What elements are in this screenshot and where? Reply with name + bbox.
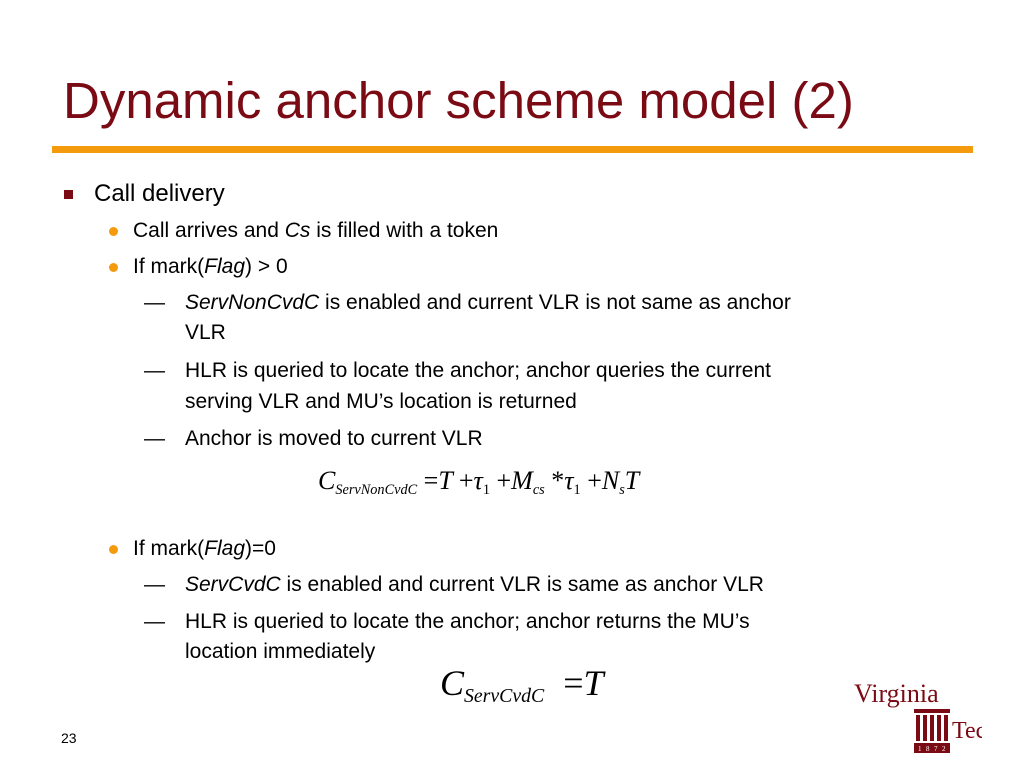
eq-subscript: ServCvdC: [464, 684, 545, 707]
text-segment-italic: Flag: [204, 537, 246, 560]
logo-year-digit: 1: [918, 745, 922, 753]
eq-symbol: T: [624, 466, 640, 495]
bullet-anchor-moved: Anchor is moved to current VLR: [185, 427, 483, 450]
eq-operator: =: [563, 663, 584, 703]
dash-bullet-icon: —: [144, 291, 165, 314]
eq-symbol: T: [438, 466, 453, 495]
equation-servnoncvdc-cost: CServNonCvdC =T +τ1 +Mcs *τ1 +NsT: [318, 466, 639, 499]
text-segment: )=0: [245, 537, 276, 560]
text-segment: is filled with a token: [310, 219, 499, 242]
slide-title: Dynamic anchor scheme model (2): [63, 72, 854, 129]
eq-subscript: s: [619, 482, 625, 498]
text-segment-italic: Cs: [284, 219, 311, 242]
bullet-call-arrives: Call arrives and Cs is filled with a tok…: [133, 219, 498, 243]
bullet-servnoncvdc-enabled-cont: VLR: [185, 321, 226, 344]
bullet-servnoncvdc-enabled: ServNonCvdC is enabled and current VLR i…: [185, 291, 791, 315]
logo-pillars-icon: [914, 709, 950, 753]
dash-bullet-icon: —: [144, 427, 165, 450]
logo-word-tech: Tech: [952, 718, 982, 744]
text-segment: If mark(: [133, 255, 205, 278]
eq-symbol: C: [318, 466, 336, 495]
square-bullet-icon: [64, 190, 73, 199]
logo-year-digit: 7: [934, 745, 938, 753]
eq-symbol: N: [601, 466, 620, 495]
text-segment: If mark(: [133, 537, 205, 560]
title-underline: [52, 146, 973, 153]
eq-operator: =: [423, 466, 439, 495]
eq-subscript: 1: [482, 482, 490, 498]
eq-operator: +: [458, 466, 474, 495]
logo-year-digit: 2: [942, 745, 946, 753]
text-segment: ) > 0: [245, 255, 288, 278]
text-segment: is enabled and current VLR is same as an…: [280, 573, 764, 596]
bullet-if-mark-gt-0: If mark(Flag) > 0: [133, 255, 288, 279]
text-segment: Call arrives and: [133, 219, 285, 242]
eq-operator: +: [587, 466, 602, 495]
eq-symbol: C: [440, 663, 465, 703]
bullet-hlr-queried-anchor-queries: HLR is queried to locate the anchor; anc…: [185, 359, 772, 382]
eq-subscript: ServNonCvdC: [335, 482, 418, 498]
dash-bullet-icon: —: [144, 610, 165, 633]
eq-symbol: T: [583, 663, 604, 703]
bullet-hlr-queried-anchor-returns-cont: location immediately: [185, 640, 376, 663]
dot-bullet-icon: [109, 227, 118, 236]
eq-operator: *: [551, 466, 565, 495]
bullet-call-delivery: Call delivery: [94, 180, 225, 207]
eq-symbol: M: [511, 466, 533, 495]
text-segment: is enabled and current VLR is not same a…: [319, 291, 791, 314]
virginia-tech-logo: Virginia 1 8 7 2 Tech: [854, 679, 982, 753]
bullet-hlr-queried-anchor-returns: HLR is queried to locate the anchor; anc…: [185, 610, 750, 633]
eq-subscript: cs: [532, 482, 545, 498]
eq-symbol: τ: [564, 466, 574, 495]
logo-year-digit: 8: [926, 745, 930, 753]
dash-bullet-icon: —: [144, 573, 165, 596]
bullet-if-mark-eq-0: If mark(Flag)=0: [133, 537, 276, 561]
bullet-servcvdc-enabled: ServCvdC is enabled and current VLR is s…: [185, 573, 764, 597]
text-segment-italic: ServNonCvdC: [185, 291, 320, 314]
equation-servcvdc-cost: CServCvdC =T: [440, 662, 604, 708]
text-segment-italic: ServCvdC: [185, 573, 281, 596]
page-number: 23: [61, 730, 77, 746]
bullet-hlr-queried-anchor-queries-cont: serving VLR and MU’s location is returne…: [185, 390, 577, 413]
eq-subscript: 1: [573, 482, 581, 498]
text-segment-italic: Flag: [204, 255, 246, 278]
dot-bullet-icon: [109, 263, 118, 272]
eq-operator: +: [496, 466, 512, 495]
dash-bullet-icon: —: [144, 359, 165, 382]
logo-word-virginia: Virginia: [854, 679, 939, 708]
dot-bullet-icon: [109, 545, 118, 554]
eq-symbol: τ: [473, 466, 483, 495]
